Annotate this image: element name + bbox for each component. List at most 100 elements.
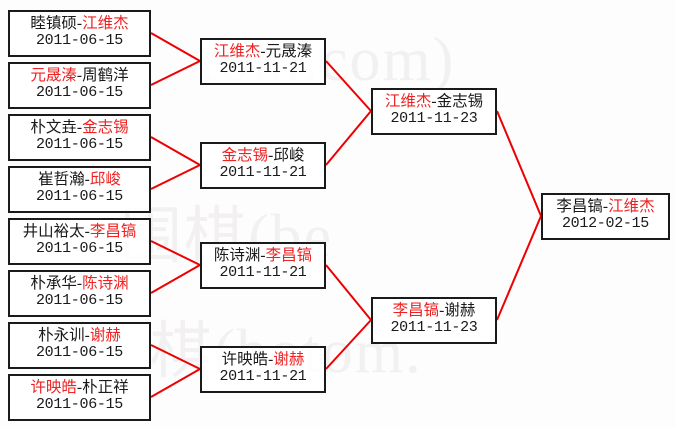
player-a-name: 睦镇硕 — [30, 15, 77, 32]
player-a-name: 江维杰 — [384, 93, 432, 110]
player-a-name: 陈诗渊 — [213, 247, 261, 264]
connector-line — [150, 264, 201, 294]
player-a-name: 朴文垚 — [30, 119, 77, 136]
player-a-name: 许映皓 — [30, 379, 77, 396]
player-b-name: 江维杰 — [608, 198, 655, 215]
player-b-name: 陈诗渊 — [82, 275, 129, 292]
player-b-name: 周鹤洋 — [82, 67, 129, 84]
player-b-name: 谢赫 — [89, 327, 121, 344]
match-players: 朴永训-谢赫 — [10, 327, 149, 344]
match-date: 2011-06-15 — [35, 84, 123, 102]
player-separator: - — [260, 43, 266, 60]
player-b-name: 朴正祥 — [82, 379, 129, 396]
match-date: 2011-06-15 — [35, 344, 123, 362]
match-players: 陈诗渊-李昌镐 — [202, 247, 324, 264]
match-date: 2011-06-15 — [35, 32, 123, 50]
connector-line — [325, 110, 372, 166]
connector-line — [150, 32, 201, 62]
player-b-name: 谢赫 — [273, 351, 305, 368]
player-b-name: 江维杰 — [82, 15, 129, 32]
match-players: 朴承华-陈诗渊 — [10, 275, 149, 292]
player-separator: - — [602, 198, 609, 215]
connector-line — [325, 60, 372, 112]
connector-line — [325, 264, 372, 321]
player-a-name: 许映皓 — [221, 351, 269, 368]
player-a-name: 金志锡 — [221, 147, 269, 164]
player-a-name: 李昌镐 — [556, 198, 603, 215]
player-separator: - — [76, 379, 83, 396]
match-players: 许映皓-朴正祥 — [10, 379, 149, 396]
connector-line — [150, 164, 201, 190]
match-date: 2011-06-15 — [35, 240, 123, 258]
match-players: 崔哲瀚-邱峻 — [10, 171, 149, 188]
match-players: 江维杰-元晟溱 — [202, 43, 324, 60]
match-players: 李昌镐-谢赫 — [373, 302, 495, 319]
connector-line — [150, 136, 201, 166]
player-separator: - — [268, 147, 274, 164]
player-separator: - — [76, 67, 83, 84]
match-players: 元晟溱-周鹤洋 — [10, 67, 149, 84]
connector-line — [496, 215, 542, 321]
match-date: 2011-11-21 — [219, 164, 307, 182]
match-players: 睦镇硕-江维杰 — [10, 15, 149, 32]
match-players: 井山裕太-李昌镐 — [10, 223, 149, 240]
player-a-name: 井山裕太 — [22, 223, 85, 240]
player-separator: - — [76, 15, 83, 32]
player-separator: - — [84, 171, 90, 188]
match-date: 2011-06-15 — [35, 136, 123, 154]
player-b-name: 谢赫 — [444, 302, 476, 319]
player-separator: - — [84, 223, 90, 240]
player-a-name: 李昌镐 — [392, 302, 440, 319]
player-separator: - — [439, 302, 445, 319]
match-players: 江维杰-金志锡 — [373, 93, 495, 110]
connector-line — [150, 344, 201, 370]
match-date: 2011-06-15 — [35, 188, 123, 206]
match-players: 金志锡-邱峻 — [202, 147, 324, 164]
player-a-name: 朴永训 — [38, 327, 85, 344]
match-date: 2011-11-21 — [219, 60, 307, 78]
connector-line — [150, 240, 201, 266]
match-players: 朴文垚-金志锡 — [10, 119, 149, 136]
player-separator: - — [76, 119, 83, 136]
player-b-name: 邱峻 — [89, 171, 121, 188]
player-b-name: 元晟溱 — [265, 43, 313, 60]
match-date: 2011-06-15 — [35, 292, 123, 310]
player-separator: - — [260, 247, 266, 264]
player-b-name: 李昌镐 — [89, 223, 137, 240]
player-separator: - — [84, 327, 90, 344]
connector-line — [150, 368, 201, 398]
player-a-name: 江维杰 — [213, 43, 261, 60]
match-date: 2011-06-15 — [35, 396, 123, 414]
match-players: 许映皓-谢赫 — [202, 351, 324, 368]
player-a-name: 元晟溱 — [30, 67, 77, 84]
connector-line — [325, 319, 372, 370]
player-separator: - — [431, 93, 437, 110]
player-b-name: 李昌镐 — [265, 247, 313, 264]
player-a-name: 朴承华 — [30, 275, 77, 292]
match-date: 2011-11-23 — [390, 319, 478, 337]
connector-line — [150, 60, 201, 86]
match-date: 2011-11-21 — [219, 368, 307, 386]
match-date: 2011-11-21 — [219, 264, 307, 282]
player-a-name: 崔哲瀚 — [38, 171, 85, 188]
player-b-name: 金志锡 — [82, 119, 129, 136]
match-date: 2011-11-23 — [390, 110, 478, 128]
match-date: 2012-02-15 — [561, 215, 649, 233]
player-separator: - — [268, 351, 274, 368]
